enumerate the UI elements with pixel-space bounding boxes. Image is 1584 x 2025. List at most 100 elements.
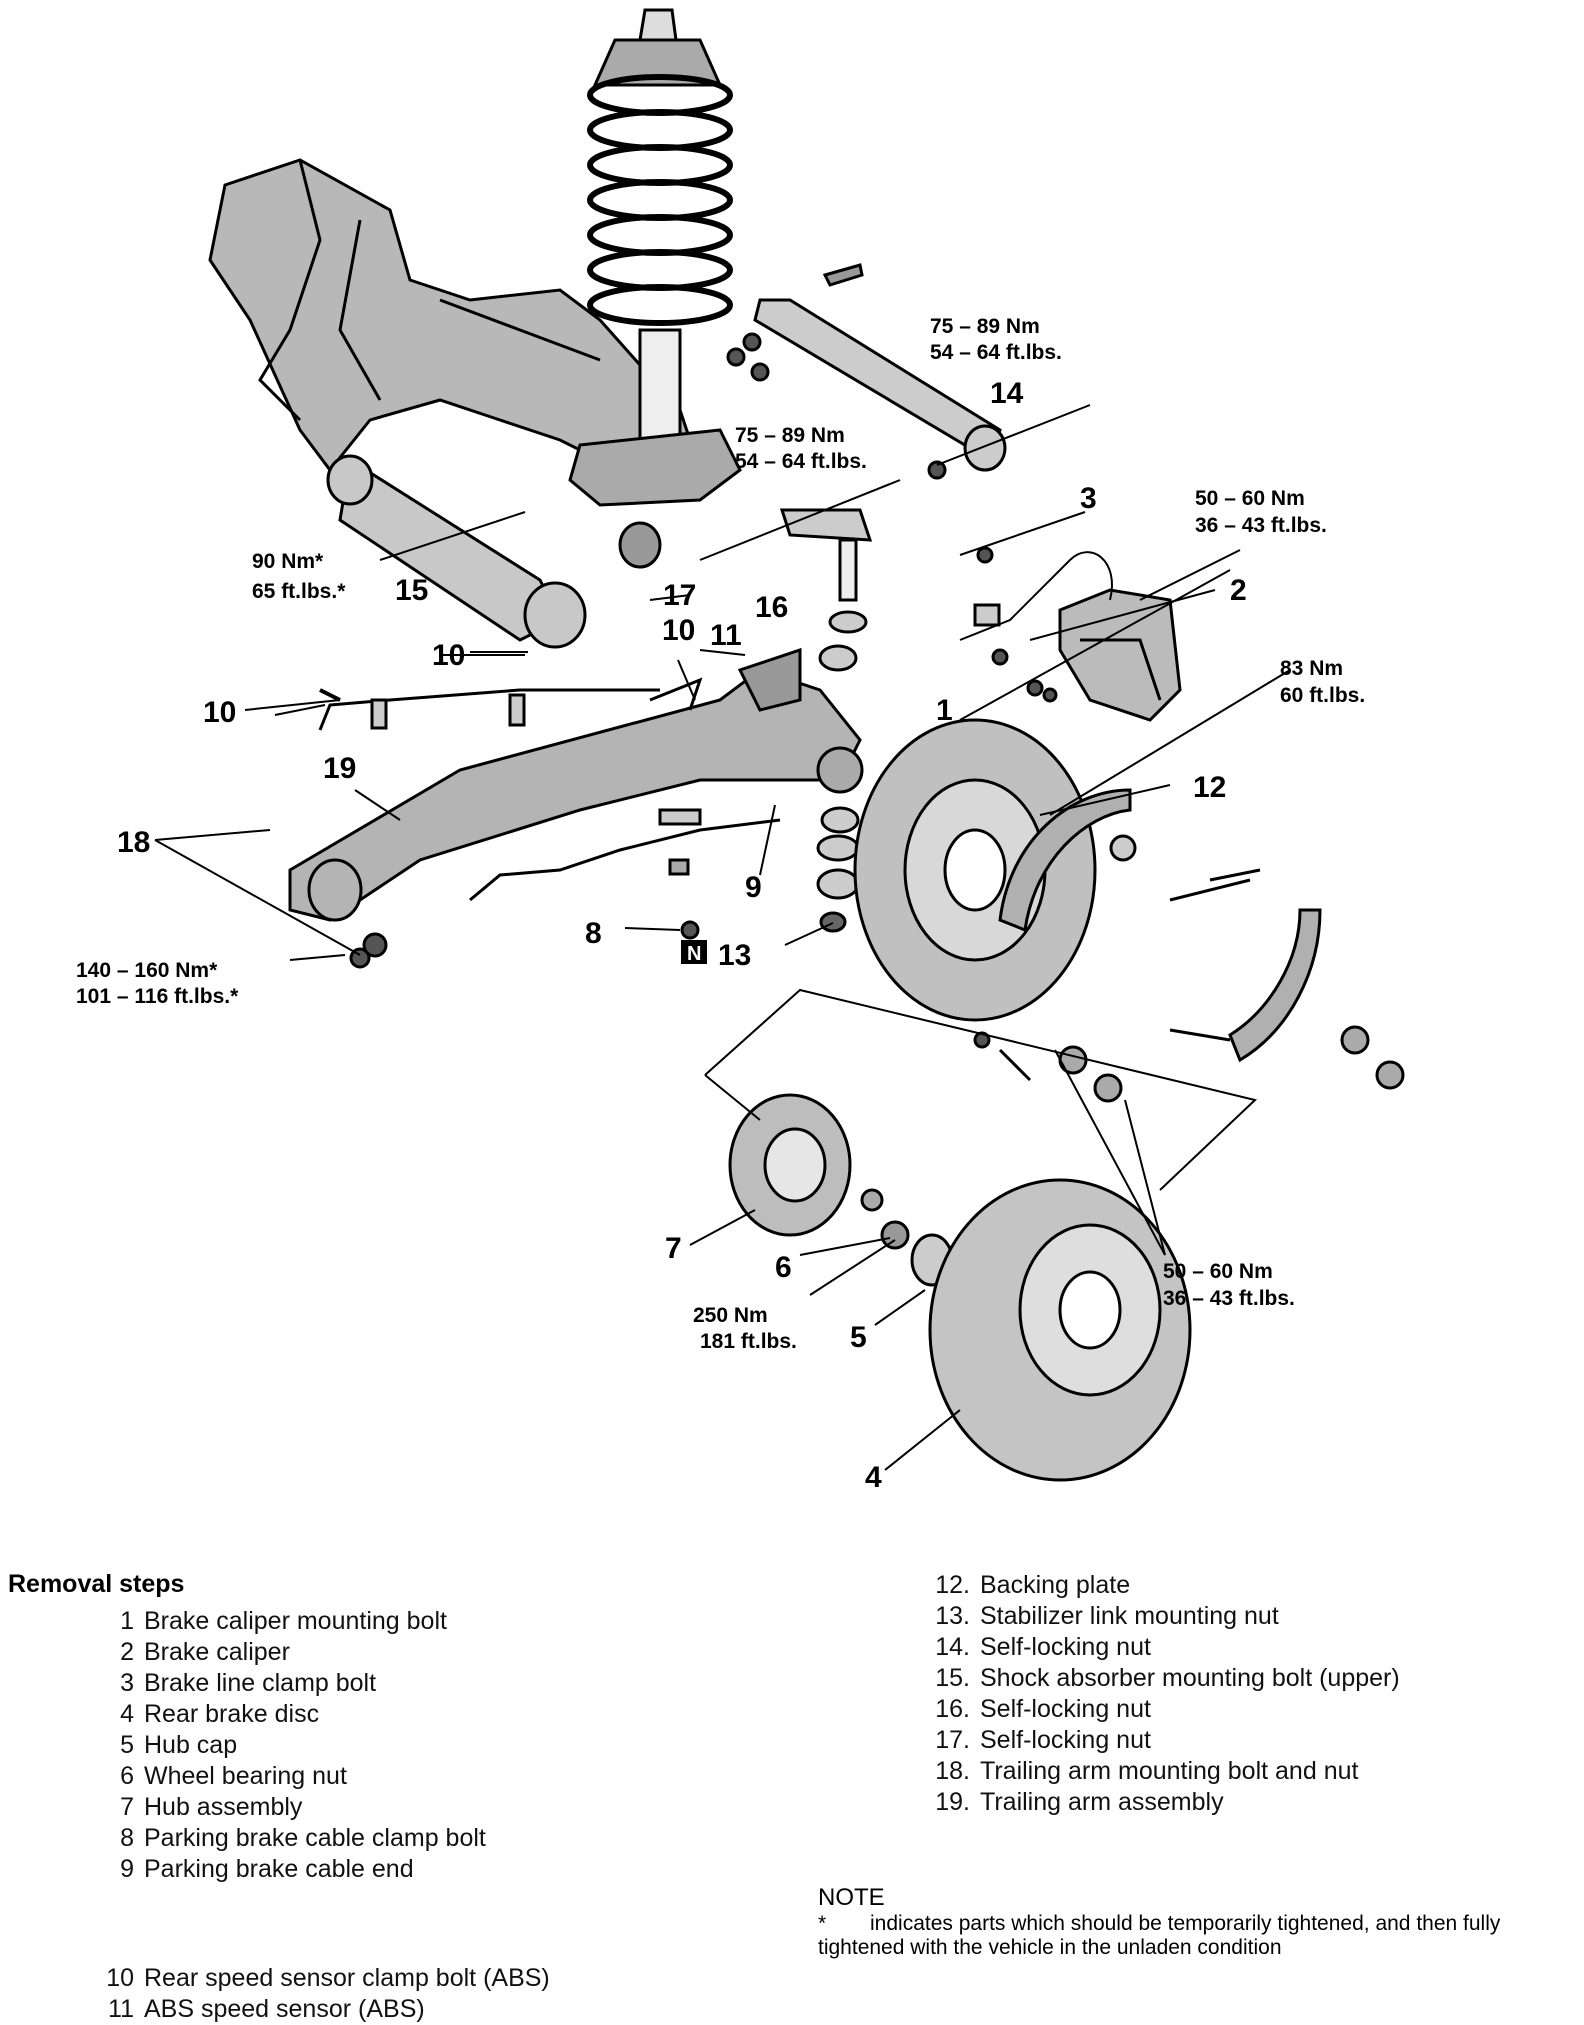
step-text: Shock absorber mounting bolt (upper): [980, 1664, 1400, 1692]
coil-spring-strut: [568, 8, 742, 569]
step-number: 12.: [935, 1571, 970, 1599]
step-number: 18.: [935, 1757, 970, 1785]
callout-19: 19: [323, 752, 356, 785]
callout-10b: 10: [432, 639, 465, 672]
removal-step: 12. Backing plate: [920, 1570, 1400, 1601]
step-number: 6: [120, 1762, 134, 1790]
step-text: Parking brake cable end: [144, 1855, 414, 1883]
callout-5: 5: [850, 1321, 867, 1354]
step-text: Self-locking nut: [980, 1695, 1151, 1723]
callout-9: 9: [745, 871, 762, 904]
removal-steps-list-left-2: 10 Rear speed sensor clamp bolt (ABS) 11 AB…: [100, 1963, 550, 2025]
torque-shoe-nm: 50 – 60 Nm: [1163, 1260, 1273, 1283]
removal-step: 6 Wheel bearing nut: [100, 1761, 486, 1792]
step-number: 7: [120, 1793, 134, 1821]
removal-step: 16. Self-locking nut: [920, 1694, 1400, 1725]
step-text: Brake line clamp bolt: [144, 1669, 377, 1697]
callout-numbers: 1 2 3 4 5 6 7 8 9 10 10 10 11 12 N 13 14…: [117, 377, 1247, 1494]
removal-steps-list-right: 12. Backing plate 13. Stabilizer link mount…: [920, 1570, 1400, 1818]
parking-brake-cable: [469, 808, 781, 940]
step-number: 3: [120, 1669, 134, 1697]
removal-step: 3 Brake line clamp bolt: [100, 1668, 486, 1699]
group-bracket: [704, 988, 1258, 1191]
step-number: 9: [120, 1855, 134, 1883]
callout-8: 8: [585, 917, 602, 950]
lower-arm: [326, 454, 587, 649]
step-text: ABS speed sensor (ABS): [144, 1995, 425, 2023]
step-number: 10: [106, 1964, 134, 1992]
removal-step: 19. Trailing arm assembly: [920, 1787, 1400, 1818]
removal-step: 18. Trailing arm mounting bolt and nut: [920, 1756, 1400, 1787]
step-text: Parking brake cable clamp bolt: [144, 1824, 486, 1852]
torque-6-nm: 250 Nm: [693, 1304, 768, 1327]
callout-1: 1: [936, 694, 953, 727]
torque-1-ft: 36 – 43 ft.lbs.: [1195, 514, 1327, 537]
step-number: 4: [120, 1700, 134, 1728]
removal-step: 5 Hub cap: [100, 1730, 486, 1761]
callout-13-badge: N: [681, 940, 707, 965]
leader-lines: [154, 404, 1291, 1471]
note-bullet: *: [818, 1912, 827, 1935]
step-text: Brake caliper mounting bolt: [144, 1607, 447, 1635]
removal-step: 17. Self-locking nut: [920, 1725, 1400, 1756]
step-text: Self-locking nut: [980, 1726, 1151, 1754]
callout-18: 18: [117, 826, 150, 859]
step-number: 19.: [935, 1788, 970, 1816]
step-text: Trailing arm assembly: [980, 1788, 1224, 1816]
torque-1-nm: 50 – 60 Nm: [1195, 487, 1305, 510]
step-text: Trailing arm mounting bolt and nut: [980, 1757, 1359, 1785]
callout-3: 3: [1080, 482, 1097, 515]
step-text: Hub cap: [144, 1731, 238, 1759]
callout-17: 17: [663, 579, 696, 612]
callout-14: 14: [990, 377, 1024, 410]
step-number: 13.: [935, 1602, 970, 1630]
trailing-arm: [288, 647, 864, 969]
callout-7: 7: [665, 1232, 682, 1265]
step-number: 5: [120, 1731, 134, 1759]
step-text: Hub assembly: [144, 1793, 303, 1821]
abs-sensor-cable: [318, 677, 703, 731]
step-number: 15.: [935, 1664, 970, 1692]
note-body: indicates parts which should be temporar…: [818, 1912, 1501, 1959]
removal-steps-title: Removal steps: [8, 1570, 185, 1598]
brake-caliper: [959, 546, 1182, 722]
step-text: Stabilizer link mounting nut: [980, 1602, 1279, 1630]
removal-step: 15. Shock absorber mounting bolt (upper): [920, 1663, 1400, 1694]
brake-shoes: [973, 788, 1405, 1103]
step-number: 2: [120, 1638, 134, 1666]
torque-18-nm: 140 – 160 Nm*: [76, 959, 218, 982]
torque-14-nm: 75 – 89 Nm: [930, 315, 1040, 338]
step-number: 11: [108, 1995, 134, 2023]
torque-12-ft: 60 ft.lbs.: [1280, 684, 1365, 707]
callout-10a: 10: [203, 696, 236, 729]
backing-plate: [853, 718, 1097, 1022]
step-text: Rear speed sensor clamp bolt (ABS): [144, 1964, 550, 1992]
callout-12: 12: [1193, 771, 1226, 804]
step-text: Wheel bearing nut: [144, 1762, 347, 1790]
callout-15: 15: [395, 574, 428, 607]
hub-assembly: [728, 1093, 1192, 1482]
step-text: Rear brake disc: [144, 1700, 320, 1728]
torque-6-ft: 181 ft.lbs.: [700, 1330, 797, 1353]
callout-2: 2: [1230, 574, 1247, 607]
step-text: Backing plate: [980, 1571, 1131, 1599]
callout-16: 16: [755, 591, 788, 624]
removal-step: 7 Hub assembly: [100, 1792, 486, 1823]
torque-12-nm: 83 Nm: [1280, 657, 1343, 680]
nut-badge-letter: N: [687, 943, 701, 965]
torque-shoe-ft: 36 – 43 ft.lbs.: [1163, 1287, 1295, 1310]
torque-14-ft: 54 – 64 ft.lbs.: [930, 341, 1062, 364]
note-label: NOTE: [818, 1884, 885, 1911]
step-number: 14.: [935, 1633, 970, 1661]
callout-4: 4: [865, 1461, 882, 1494]
callout-10c: 10: [662, 614, 695, 647]
torque-16-ft: 54 – 64 ft.lbs.: [735, 450, 867, 473]
rear-suspension-exploded-diagram: 1 2 3 4 5 6 7 8 9 10 10 10 11 12 N 13 14…: [76, 8, 1405, 1494]
step-number: 17.: [935, 1726, 970, 1754]
removal-step: 4 Rear brake disc: [100, 1699, 486, 1730]
step-number: 16.: [935, 1695, 970, 1723]
